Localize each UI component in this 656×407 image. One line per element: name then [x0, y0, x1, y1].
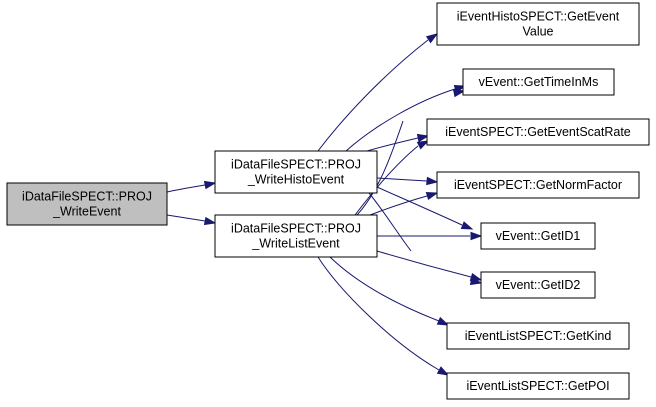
arrowhead-icon: [416, 133, 430, 143]
node-box[interactable]: [214, 214, 378, 258]
edge-line: [369, 195, 428, 216]
edge-writeList-to-getNormFactor: [369, 191, 439, 216]
node-getEventScatRate[interactable]: iEventSPECT::GetEventScatRate: [426, 118, 650, 146]
edge-line: [376, 250, 472, 278]
node-box[interactable]: [480, 222, 596, 250]
arrowhead-icon: [203, 180, 217, 190]
edge-writeList-to-getTimeInMs: [356, 88, 466, 216]
node-label: _WriteEvent: [52, 205, 121, 219]
edge-line: [354, 145, 419, 216]
edge-writeHisto-to-getEventValue: [317, 33, 439, 152]
edge-line: [368, 192, 412, 252]
node-label: vEvent::GetTimeInMs: [479, 75, 599, 89]
node-getKind[interactable]: iEventListSPECT::GetKind: [446, 322, 630, 350]
arrowhead-icon: [426, 176, 439, 186]
arrowhead-icon: [425, 191, 439, 201]
nodes-layer: iDataFileSPECT::PROJ_WriteEventiDataFile…: [6, 2, 650, 400]
node-box[interactable]: [436, 171, 640, 199]
edge-writeList-to-getEventScatRate: [354, 140, 430, 216]
edges-layer: [166, 33, 483, 376]
edge-writeHisto-to-getID2: [368, 192, 483, 286]
node-label: iDataFileSPECT::PROJ: [231, 158, 361, 172]
arrowhead-icon: [470, 231, 483, 241]
node-label: vEvent::GetID2: [496, 278, 581, 292]
edge-root-to-writeHisto: [166, 180, 217, 193]
node-label: iEventHistoSPECT::GetEvent: [457, 10, 620, 24]
arrowhead-icon: [203, 216, 217, 226]
edge-line: [376, 186, 463, 226]
arrowhead-icon: [436, 366, 450, 376]
node-box[interactable]: [214, 150, 378, 194]
node-writeList[interactable]: iDataFileSPECT::PROJ_WriteListEvent: [214, 214, 378, 258]
edge-writeHisto-to-getID1: [376, 186, 474, 230]
node-label: iEventListSPECT::GetPOI: [466, 379, 609, 393]
edge-line: [317, 39, 429, 152]
node-getTimeInMs[interactable]: vEvent::GetTimeInMs: [462, 68, 615, 96]
node-getNormFactor[interactable]: iEventSPECT::GetNormFactor: [436, 171, 640, 199]
arrowhead-icon: [460, 221, 474, 230]
edge-writeList-to-getID1: [377, 231, 483, 241]
node-box[interactable]: [462, 68, 615, 96]
node-box[interactable]: [446, 372, 630, 400]
edge-line: [345, 88, 456, 152]
node-label: iEventSPECT::GetNormFactor: [454, 178, 622, 192]
node-label: iEventSPECT::GetEventScatRate: [445, 125, 631, 139]
edge-writeHisto-to-getEventScatRate: [366, 133, 430, 152]
node-box[interactable]: [426, 118, 650, 146]
node-label: _WriteListEvent: [251, 237, 340, 251]
edge-writeHisto-to-getNormFactor: [376, 176, 439, 186]
node-box[interactable]: [6, 182, 168, 226]
edge-line: [166, 214, 206, 222]
edge-writeList-to-getID2: [376, 250, 483, 282]
node-label: vEvent::GetID1: [496, 229, 581, 243]
node-box[interactable]: [480, 271, 596, 299]
arrowhead-icon: [416, 140, 430, 150]
edge-line: [166, 184, 206, 193]
node-writeHisto[interactable]: iDataFileSPECT::PROJ_WriteHistoEvent: [214, 150, 378, 194]
node-label: iDataFileSPECT::PROJ: [22, 190, 152, 204]
edge-line: [329, 256, 440, 322]
arrowhead-icon: [469, 272, 483, 282]
node-getID2[interactable]: vEvent::GetID2: [480, 271, 596, 299]
node-label: iDataFileSPECT::PROJ: [231, 222, 361, 236]
edge-line: [366, 137, 419, 152]
arrowhead-icon: [436, 316, 450, 326]
node-label: Value: [522, 25, 553, 39]
edge-writeList-to-getPOI: [317, 256, 450, 376]
node-root[interactable]: iDataFileSPECT::PROJ_WriteEvent: [6, 182, 168, 226]
edge-root-to-writeList: [166, 214, 217, 226]
edge-writeList-to-getKind: [329, 256, 450, 326]
arrowhead-icon: [425, 33, 439, 44]
edge-line: [317, 256, 440, 371]
node-getPOI[interactable]: iEventListSPECT::GetPOI: [446, 372, 630, 400]
edge-line: [356, 120, 404, 216]
node-getID1[interactable]: vEvent::GetID1: [480, 222, 596, 250]
node-label: _WriteHistoEvent: [247, 173, 345, 187]
arrowhead-icon: [452, 88, 466, 98]
node-label: iEventListSPECT::GetKind: [465, 329, 612, 343]
node-box[interactable]: [446, 322, 630, 350]
node-box[interactable]: [436, 2, 640, 46]
